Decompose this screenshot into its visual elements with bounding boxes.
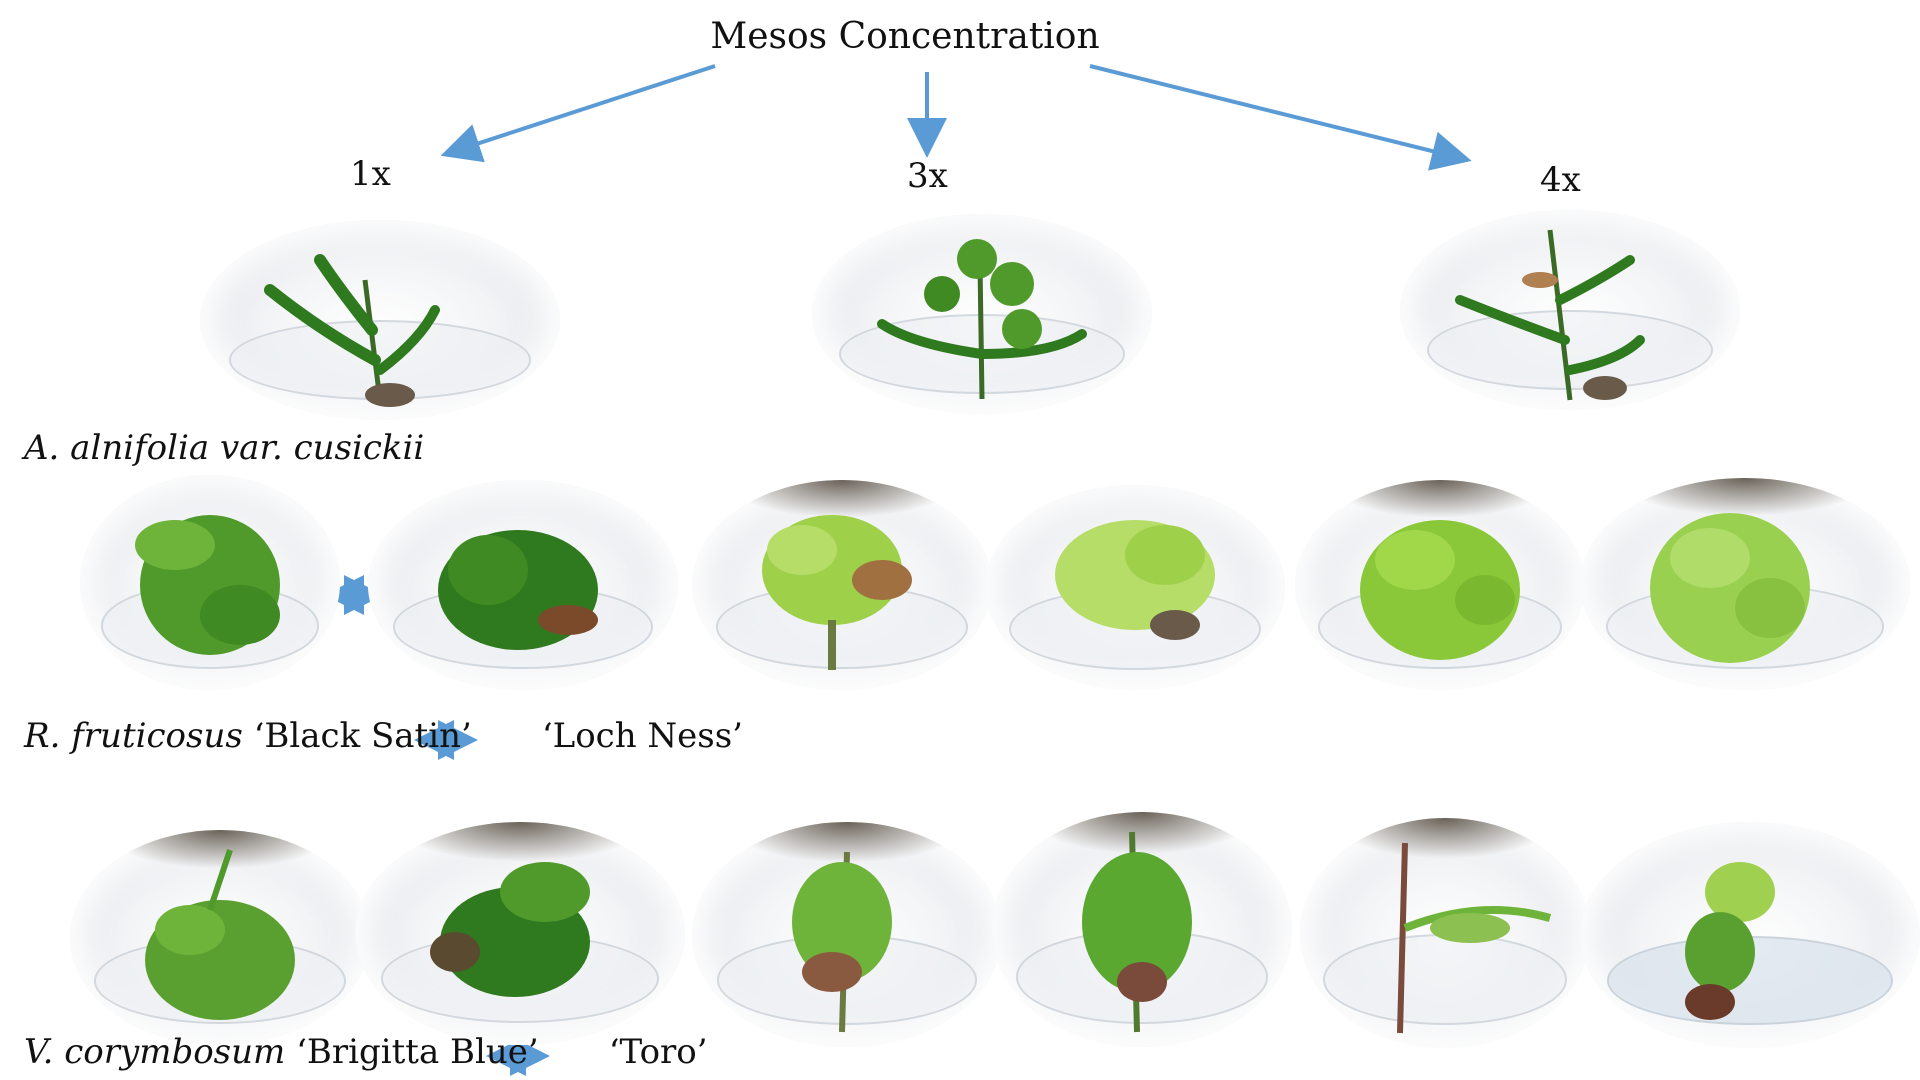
- plant-photo-brigitta-blue-3x: [692, 822, 1002, 1047]
- species-label-corymbosum: V. corymbosum ‘Brigitta Blue’‘Toro’: [24, 1032, 708, 1072]
- species-label-fruticosus: R. fruticosus ‘Black Satin’‘Loch Ness’: [24, 716, 743, 756]
- figure-title: Mesos Concentration: [710, 16, 1100, 57]
- plant-photo-alnifolia-4x: [1400, 210, 1740, 410]
- plant-photo-black-satin-4x: [1295, 480, 1585, 690]
- plant-photo-alnifolia-3x: [812, 214, 1152, 414]
- plant-photo-toro-3x: [992, 812, 1292, 1047]
- plant-photo-toro-1x: [355, 822, 685, 1045]
- concentration-label-4x: 4x: [1540, 160, 1581, 200]
- plant-photo-black-satin-3x: [692, 480, 992, 690]
- arrow-icon: [440, 64, 716, 163]
- concentration-label-1x: 1x: [350, 154, 391, 194]
- plant-photo-toro-4x: [1580, 822, 1920, 1048]
- concentration-label-3x: 3x: [907, 156, 948, 196]
- plant-photo-brigitta-blue-1x: [70, 830, 370, 1045]
- plant-photo-loch-ness-4x: [1580, 478, 1910, 690]
- species-label-alnifolia: A. alnifolia var. cusickii: [24, 428, 425, 468]
- plant-photo-loch-ness-3x: [985, 485, 1285, 690]
- plant-photo-loch-ness-1x: [368, 480, 678, 690]
- plant-photo-brigitta-blue-4x: [1300, 818, 1590, 1048]
- arrow-icon: [1089, 64, 1472, 171]
- plant-photo-black-satin-1x: [80, 475, 340, 690]
- plant-photo-alnifolia-1x: [200, 220, 560, 420]
